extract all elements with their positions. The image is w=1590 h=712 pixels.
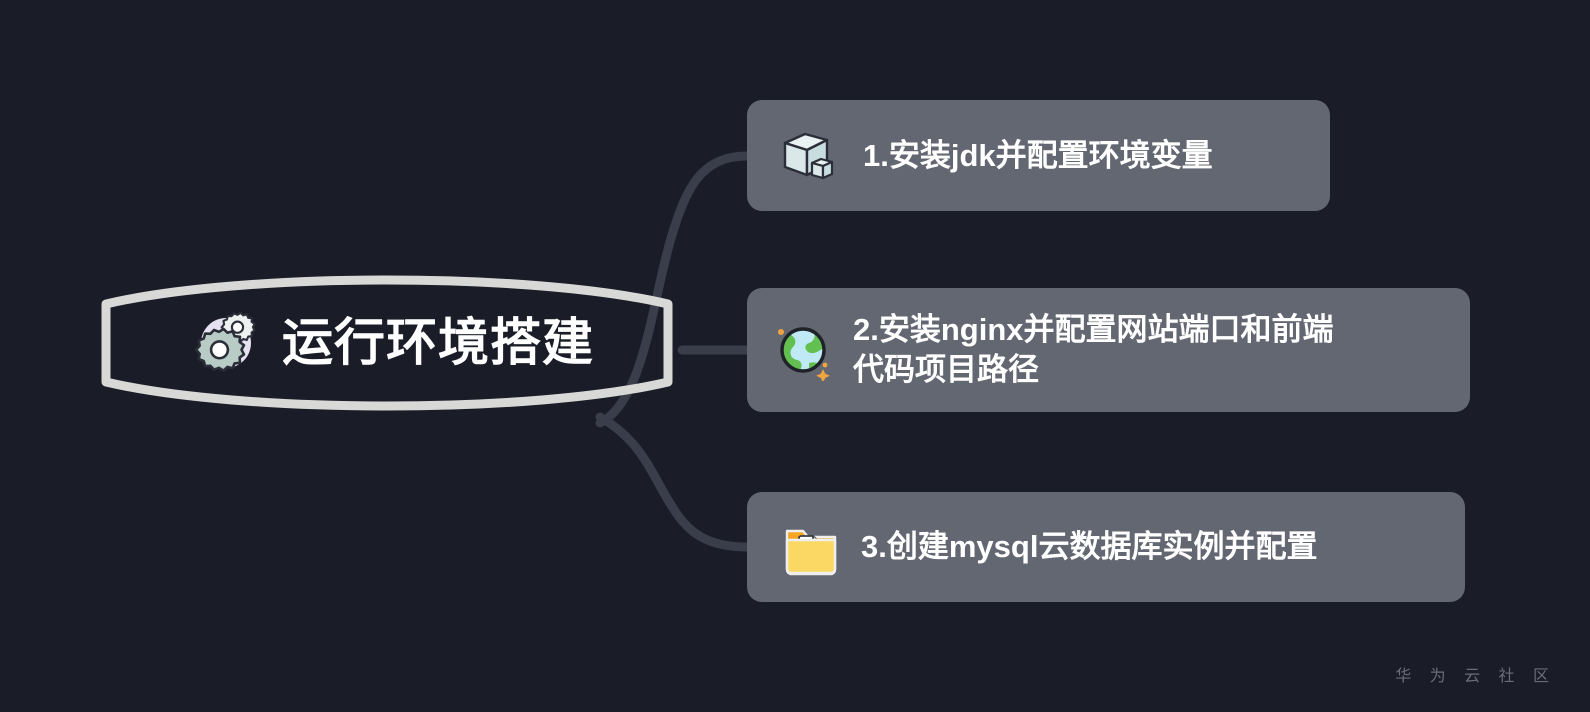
node-card-2-label-line-1: 2.安装nginx并配置网站端口和前端: [853, 312, 1334, 348]
watermark: 华 为 云 社 区: [1395, 668, 1556, 685]
root-node-outline: [101, 275, 673, 411]
node-card-2-label: 2.安装nginx并配置网站端口和前端 代码项目路径: [853, 310, 1334, 389]
globe-icon: [778, 327, 830, 381]
node-card-2[interactable]: 2.安装nginx并配置网站端口和前端 代码项目路径: [747, 288, 1470, 412]
node-card-1-label: 1.安装jdk并配置环境变量: [863, 137, 1213, 173]
node-card-1[interactable]: 1.安装jdk并配置环境变量: [747, 100, 1330, 211]
gears-icon: [194, 311, 256, 372]
node-card-2-label-line-2: 代码项目路径: [853, 352, 1039, 387]
root-node-label: 运行环境搭建: [281, 313, 594, 371]
cube-box-icon: [783, 132, 834, 179]
root-node-content: 运行环境搭建: [92, 258, 682, 428]
node-card-3-label: 3.创建mysql云数据库实例并配置: [861, 529, 1318, 565]
folder-document-icon: [785, 529, 837, 576]
root-node[interactable]: 运行环境搭建: [92, 258, 682, 428]
node-card-3[interactable]: 3.创建mysql云数据库实例并配置: [747, 492, 1465, 602]
connector-to-node-3: [595, 412, 752, 552]
